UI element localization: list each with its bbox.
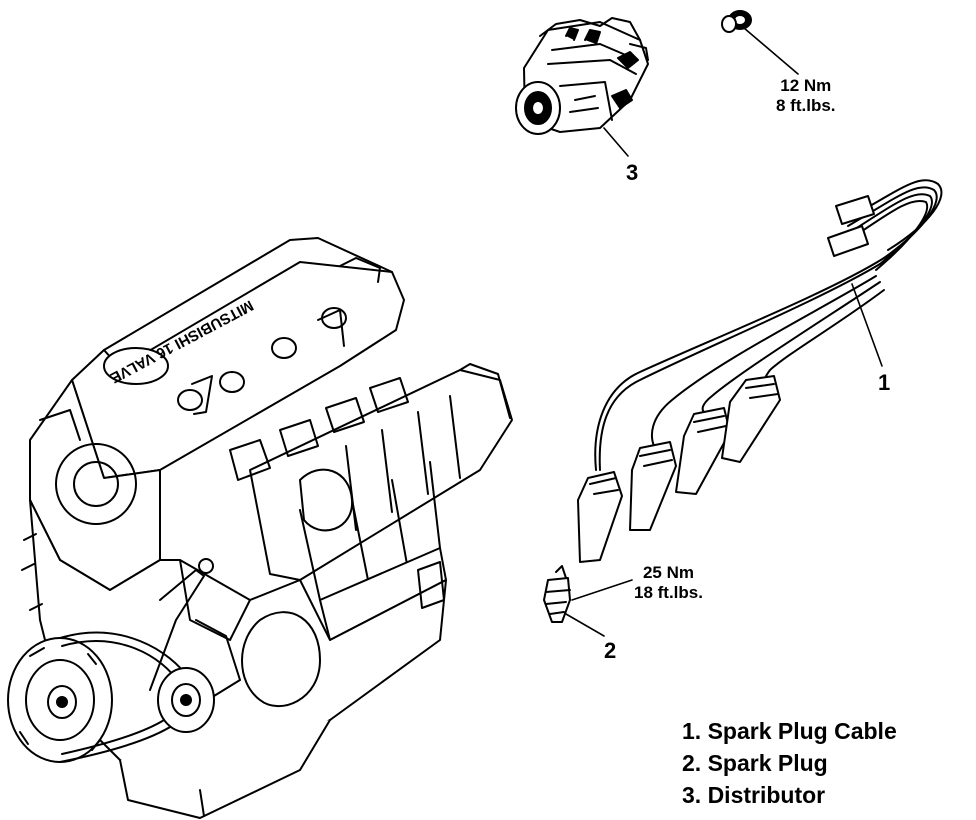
distributor-nut-torque: 12 Nm 8 ft.lbs. xyxy=(776,76,836,115)
spark-plug-cable-drawing xyxy=(577,179,943,563)
callout-3-leader xyxy=(603,127,629,157)
spark-plug-torque: 25 Nm 18 ft.lbs. xyxy=(634,563,703,602)
callout-3: 3 xyxy=(626,160,639,185)
distributor-drawing xyxy=(515,17,649,135)
distributor-nut-torque-nm: 12 Nm xyxy=(780,76,832,95)
callout-1: 1 xyxy=(878,370,891,395)
spark-plug-torque-nm: 25 Nm xyxy=(642,563,694,582)
spark-plug-torque-leader xyxy=(571,579,633,601)
engine-drawing xyxy=(7,237,513,819)
nut-torque-leader xyxy=(743,27,799,75)
spark-plug-torque-ftlbs: 18 ft.lbs. xyxy=(634,582,703,602)
callout-1-leader xyxy=(851,283,883,367)
parts-legend: 1. Spark Plug Cable 2. Spark Plug 3. Dis… xyxy=(682,715,897,812)
legend-item-spark-plug: 2. Spark Plug xyxy=(682,750,828,777)
callout-2: 2 xyxy=(604,638,617,663)
legend-item-spark-plug-cable: 1. Spark Plug Cable xyxy=(682,718,897,744)
distributor-nut-torque-ftlbs: 8 ft.lbs. xyxy=(776,95,836,115)
callout-2-leader xyxy=(565,613,605,637)
distributor-nut-drawing xyxy=(721,10,752,33)
legend-item-distributor: 3. Distributor xyxy=(682,782,826,809)
spark-plug-drawing xyxy=(543,565,571,623)
